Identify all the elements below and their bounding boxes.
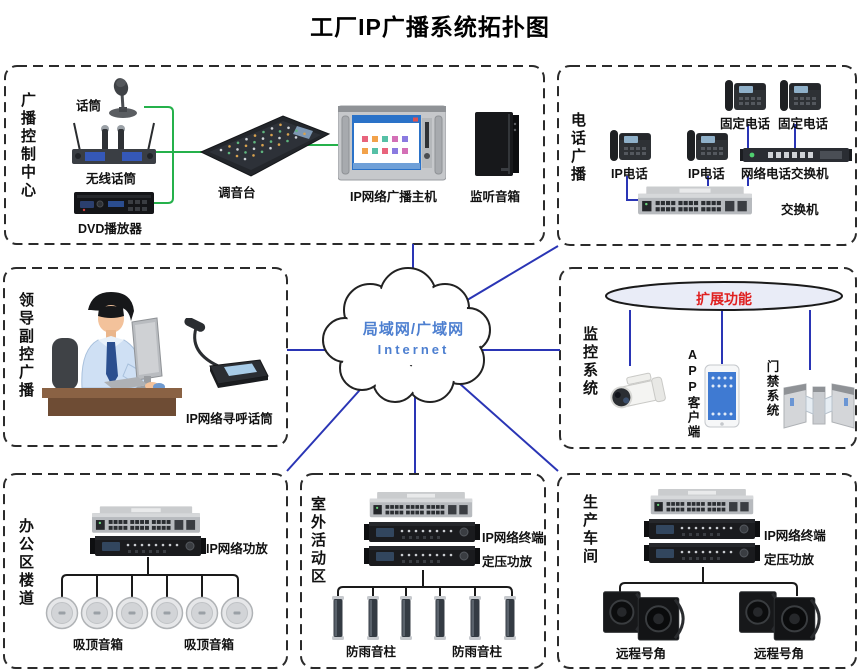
workshop-ip-terminal-icon bbox=[644, 517, 760, 541]
sound-column-icon bbox=[504, 596, 516, 640]
monitoring-label: 监控系统 bbox=[581, 326, 598, 398]
diagram-title: 工厂IP广播系统拓扑图 bbox=[310, 14, 550, 40]
cloud-caption: 局域网/广域网 Internet bbox=[341, 318, 486, 357]
fixed-phone-2-label: 固定电话 bbox=[778, 117, 829, 131]
ceiling-speaker-icon bbox=[185, 596, 219, 630]
internet-cloud bbox=[322, 267, 491, 403]
cctv-camera-icon bbox=[604, 364, 670, 420]
sound-column-icon bbox=[434, 596, 446, 640]
cloud-line1: 局域网/广域网 bbox=[362, 321, 465, 338]
app-client-tablet-icon bbox=[704, 364, 740, 428]
fixed-phone-2-icon bbox=[777, 76, 823, 114]
workshop-box bbox=[557, 473, 857, 669]
outdoor-switch-icon bbox=[368, 492, 474, 520]
ceiling-speaker-label-2: 吸顶音箱 bbox=[184, 638, 235, 652]
ceiling-speaker-icon bbox=[80, 596, 114, 630]
monitor-speaker-label: 监听音箱 bbox=[470, 190, 521, 204]
mixer-label: 调音台 bbox=[218, 186, 256, 200]
wireless-mic-receiver-icon bbox=[72, 121, 156, 167]
fixed-phone-1-label: 固定电话 bbox=[720, 117, 771, 131]
audio-mixer-icon bbox=[197, 110, 333, 178]
dvd-player-icon bbox=[74, 190, 154, 216]
workshop-amp-label: 定压功放 bbox=[764, 553, 815, 567]
office-corridor-label: 办公区楼道 bbox=[17, 518, 34, 608]
fixed-phone-1-icon bbox=[722, 76, 768, 114]
voip-gateway-label: 网络电话交换机 bbox=[741, 167, 829, 181]
horn-label-2: 远程号角 bbox=[754, 647, 805, 661]
workshop-switch-icon bbox=[648, 489, 756, 517]
leader-control-label: 领导副控广播 bbox=[17, 292, 34, 400]
horn-speakers-icon bbox=[736, 586, 826, 642]
access-control-label: 门禁系统 bbox=[764, 360, 779, 418]
ceiling-speaker-label-1: 吸顶音箱 bbox=[73, 638, 124, 652]
sound-column-icon bbox=[400, 596, 412, 640]
workshop-label: 生产车间 bbox=[581, 494, 598, 566]
ip-broadcast-host-icon bbox=[338, 104, 446, 182]
sound-column-icon bbox=[469, 596, 481, 640]
mic-label: 话筒 bbox=[76, 99, 102, 113]
dvd-label: DVD播放器 bbox=[78, 222, 142, 236]
extension-functions-label: 扩展功能 bbox=[696, 291, 752, 307]
app-client-label: APP客户端 bbox=[685, 348, 700, 440]
sound-column-label-2: 防雨音柱 bbox=[452, 645, 503, 659]
ceiling-speaker-icon bbox=[220, 596, 254, 630]
broadcast-center-label: 广播控制中心 bbox=[19, 92, 36, 200]
voip-gateway-icon bbox=[740, 146, 852, 164]
wireless-mic-label: 无线话筒 bbox=[86, 172, 137, 186]
monitor-speaker-icon bbox=[473, 110, 521, 178]
paging-mic-label: IP网络寻呼话筒 bbox=[186, 412, 273, 426]
leader-control-box bbox=[3, 267, 288, 447]
person-at-desk-illustration bbox=[36, 280, 188, 430]
outdoor-area-box bbox=[300, 473, 546, 669]
outdoor-amplifier-icon bbox=[364, 544, 480, 568]
ip-phone-1-icon bbox=[607, 126, 653, 164]
network-switch-icon bbox=[638, 186, 752, 218]
ceiling-speaker-icon bbox=[115, 596, 149, 630]
workshop-terminal-label: IP网络终端 bbox=[764, 529, 826, 543]
workshop-amplifier-icon bbox=[644, 541, 760, 565]
ip-network-amplifier-icon bbox=[90, 534, 206, 558]
extension-ellipse bbox=[605, 281, 843, 311]
access-gate-icon bbox=[782, 370, 856, 434]
sound-column-icon bbox=[367, 596, 379, 640]
office-corridor-box bbox=[3, 473, 288, 669]
horn-speakers-icon bbox=[600, 586, 690, 642]
ip-phone-1-label: IP电话 bbox=[611, 167, 648, 181]
ip-amplifier-label: IP网络功放 bbox=[206, 542, 268, 556]
ip-phone-2-label: IP电话 bbox=[688, 167, 725, 181]
phone-broadcast-label: 电话广播 bbox=[569, 112, 586, 184]
horn-label-1: 远程号角 bbox=[616, 647, 667, 661]
outdoor-amp-label: 定压功放 bbox=[482, 555, 533, 569]
switch-label: 交换机 bbox=[781, 203, 819, 217]
desk-microphone-icon bbox=[102, 75, 144, 119]
broadcast-center-box bbox=[4, 65, 545, 245]
monitoring-box bbox=[559, 267, 857, 449]
sound-column-label-1: 防雨音柱 bbox=[346, 645, 397, 659]
office-switch-icon bbox=[92, 506, 200, 536]
ceiling-speaker-icon bbox=[45, 596, 79, 630]
outdoor-area-label: 室外活动区 bbox=[309, 496, 326, 586]
phone-broadcast-box bbox=[557, 65, 857, 246]
ceiling-speaker-icon bbox=[150, 596, 184, 630]
outdoor-ip-terminal-icon bbox=[364, 520, 480, 544]
outdoor-terminal-label: IP网络终端 bbox=[482, 531, 544, 545]
host-label: IP网络广播主机 bbox=[350, 190, 437, 204]
cloud-line2: Internet bbox=[377, 342, 450, 357]
sound-column-icon bbox=[332, 596, 344, 640]
paging-microphone-icon bbox=[182, 318, 270, 392]
